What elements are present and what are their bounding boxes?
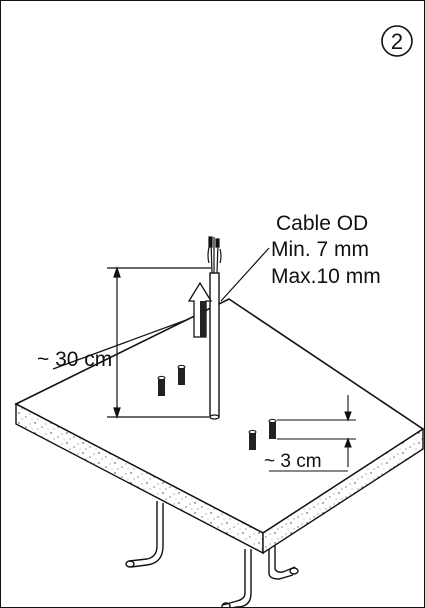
leg-left — [128, 501, 158, 562]
cable-od-leader — [220, 247, 270, 302]
standoff — [268, 418, 277, 439]
surface-side-edge — [262, 427, 424, 555]
standoff-height-dimension — [269, 395, 356, 472]
standoff — [177, 364, 186, 385]
cable-wires — [207, 236, 222, 274]
standoff — [157, 375, 166, 396]
leg-center — [222, 549, 246, 606]
height-leader-line — [52, 318, 190, 370]
leg-right — [268, 545, 294, 580]
cable-od-title: Cable OD — [276, 212, 368, 235]
cable-height-label: ~ 30 cm — [37, 348, 112, 371]
standoffs — [157, 364, 277, 450]
standoff — [248, 429, 257, 450]
cable-od-min: Min. 7 mm — [271, 238, 369, 261]
step-circle — [381, 25, 413, 57]
cable — [207, 236, 222, 420]
step-badge: 2 — [381, 25, 413, 57]
cable-od-max: Max.10 mm — [271, 265, 381, 288]
height-dimension — [52, 266, 211, 419]
table-legs — [125, 501, 299, 607]
cable-jacket — [209, 272, 220, 418]
step-number: 2 — [391, 29, 403, 54]
cable-od-callout: Cable OD Min. 7 mm Max.10 mm — [220, 212, 381, 302]
pull-up-arrow-icon — [187, 281, 213, 338]
standoff-height-label: ~ 3 cm — [264, 451, 322, 472]
